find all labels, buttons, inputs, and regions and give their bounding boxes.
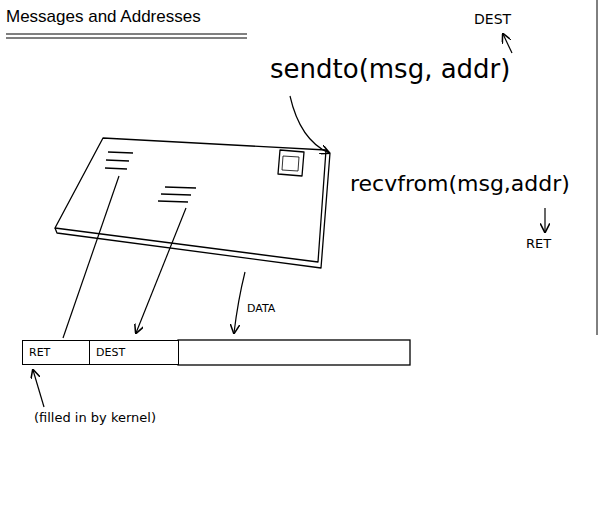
address-line xyxy=(161,194,191,195)
data-segment xyxy=(178,340,410,365)
message-field: RET xyxy=(22,340,90,365)
field-name: DEST xyxy=(96,346,125,359)
note: (filled in by kernel) xyxy=(34,410,156,426)
dest-label: DEST xyxy=(474,11,511,28)
stamp xyxy=(278,150,304,176)
address-line xyxy=(106,160,129,161)
leader-arrow xyxy=(290,96,329,153)
envelope xyxy=(55,138,330,268)
function-call: sendto(msg, addr) xyxy=(270,54,510,85)
message-field: DEST xyxy=(89,340,179,365)
leader-line xyxy=(63,176,119,338)
leader-lines xyxy=(33,34,545,407)
underline xyxy=(6,34,247,35)
underline xyxy=(6,38,247,39)
edge-rule xyxy=(597,0,598,335)
address-line xyxy=(105,168,127,169)
envelope-thickness xyxy=(55,150,330,268)
leader-arrow xyxy=(234,272,245,333)
stamp-inner xyxy=(282,156,299,171)
title-underline xyxy=(6,34,247,38)
function-call: recvfrom(msg,addr) xyxy=(350,171,570,197)
ret-label: RET xyxy=(526,236,551,252)
address-line xyxy=(158,201,188,202)
address-line xyxy=(108,152,133,153)
leader-arrow xyxy=(136,208,186,333)
address-line xyxy=(165,187,196,188)
data-label: DATA xyxy=(247,302,275,315)
leader-arrow xyxy=(544,208,545,232)
leader-arrow xyxy=(33,370,44,407)
leader-arrow xyxy=(503,34,512,53)
field-name: RET xyxy=(29,346,50,359)
page-title: Messages and Addresses xyxy=(6,7,201,27)
